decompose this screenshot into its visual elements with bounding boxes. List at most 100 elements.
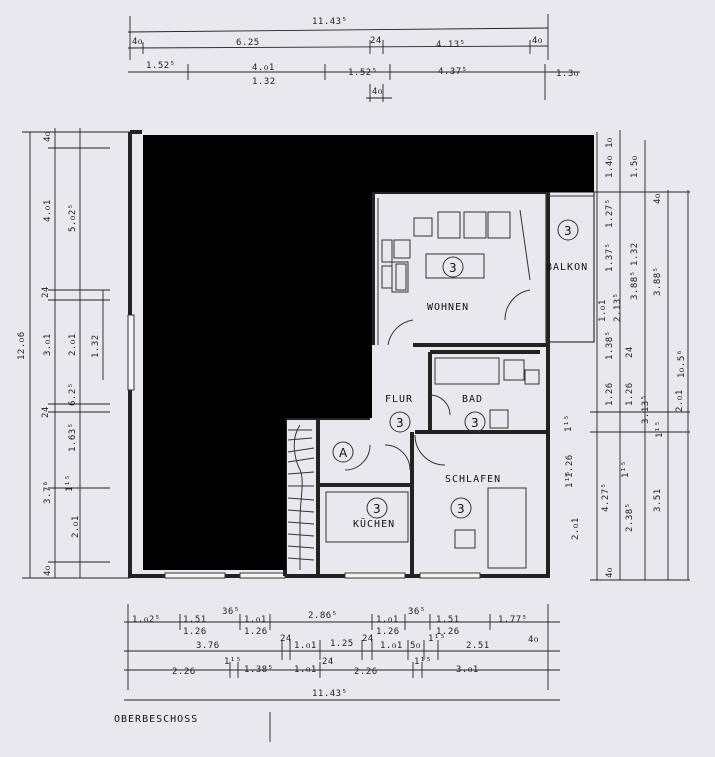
marker-stair: [332, 441, 354, 463]
top-dim-10: 4.37⁵: [438, 67, 468, 77]
marker-stair-text: A: [339, 446, 348, 460]
top-dim-2: 6.25: [236, 38, 260, 48]
right-dim-16: 1.26: [625, 382, 635, 406]
right-dim-9: 3.88⁵: [653, 266, 663, 296]
top-dim-1: 4ᴏ: [132, 37, 143, 47]
right-dim-4: 4ᴏ: [653, 193, 663, 204]
left-dimensions: 4ᴏ 4.ᴏ1 5.ᴏ2⁵ 12.ᴏ6 24 3.ᴏ1 2.ᴏ1 1.32 24…: [17, 128, 130, 579]
bottom-dim-13: 1.26: [436, 627, 460, 637]
top-total-dim: 11.43⁵: [312, 17, 348, 27]
right-dimensions: 1.4ᴏ 1.5ᴏ 1ᴏ 4ᴏ 1.27⁵ 1.37⁵ 1.32 3.88⁵ 3…: [564, 130, 690, 581]
bottom-dim-11: 1.26: [244, 627, 268, 637]
left-dim-2: 4.ᴏ1: [43, 199, 53, 222]
room-label-schlafen: SCHLAFEN: [445, 474, 501, 485]
bottom-dim-14: 3.76: [196, 641, 220, 651]
left-dim-1: 4ᴏ: [43, 131, 53, 142]
right-dim-1: 1.4ᴏ: [605, 155, 615, 178]
marker-bad: [464, 411, 486, 433]
bottom-dimensions: 1.ᴏ2⁵ 1.51 36⁵ 1.ᴏ1 2.86⁵ 1.ᴏ1 36⁵ 1.51 …: [124, 604, 560, 701]
left-dim-5: 24: [41, 286, 51, 298]
right-dim-7: 1.32: [630, 242, 640, 266]
right-dim-21: 4.27⁵: [601, 482, 611, 512]
bottom-dim-29: 2.26: [354, 667, 378, 677]
top-dim-3: 24: [370, 36, 382, 46]
bottom-dim-8: 1.51: [436, 615, 460, 625]
right-dim-13: 24: [625, 346, 635, 358]
right-dim-27: 1¹⁵: [621, 460, 631, 478]
staircase: [287, 424, 315, 570]
left-dim-13: 1¹⁵: [65, 474, 75, 492]
top-dim-4: 4.13⁵: [436, 40, 466, 50]
right-dim-14: 1ᴏ.5⁶: [677, 349, 687, 378]
left-dim-4: 12.ᴏ6: [17, 331, 27, 360]
floor-title: OBERBESCHOSS: [114, 714, 198, 725]
left-dim-15: 4ᴏ: [43, 565, 53, 576]
room-label-kuchen: KÜCHEN: [353, 517, 395, 530]
marker-flur-text: 3: [396, 416, 404, 430]
right-dim-26: 1¹⁵: [565, 470, 575, 488]
bottom-dim-1: 1.ᴏ2⁵: [132, 615, 161, 625]
left-dim-10: 6.2⁵: [68, 382, 78, 406]
bottom-dim-12: 1.26: [376, 627, 400, 637]
room-markers: 3 3 3 3 3 3 A: [332, 219, 579, 519]
right-dim-28: 4ᴏ: [605, 567, 615, 578]
bathroom-fixtures: [429, 357, 540, 429]
right-dim-18: 2.ᴏ1: [675, 389, 685, 412]
living-room-furniture: [381, 209, 531, 346]
marker-schlafen: [450, 497, 472, 519]
room-label-wohnen: WOHNEN: [427, 302, 469, 313]
right-dim-12: 1.38⁵: [605, 330, 615, 360]
left-dim-11: 1.63⁵: [68, 422, 78, 452]
bottom-dim-7: 36⁵: [408, 607, 426, 617]
bottom-dim-25: 1¹⁵: [224, 657, 242, 667]
marker-bad-text: 3: [471, 416, 479, 430]
bottom-dim-2: 1.51: [183, 615, 207, 625]
right-dim-11: 2.13⁵: [613, 292, 623, 322]
bottom-dim-22: 2.51: [466, 641, 490, 651]
right-dim-25: 1.26: [565, 454, 575, 478]
bottom-dim-26: 1.38⁵: [244, 665, 274, 675]
left-dim-7: 2.ᴏ1: [68, 333, 78, 356]
left-dim-3: 5.ᴏ2⁵: [68, 203, 78, 232]
bottom-dim-21: 1¹⁵: [428, 634, 446, 644]
marker-wohnen: [442, 256, 464, 278]
right-dim-3: 1ᴏ: [605, 137, 615, 148]
top-dim-8: 1.32: [252, 77, 276, 87]
marker-schlafen-text: 3: [457, 502, 465, 516]
right-dim-20: 1¹⁵: [655, 420, 665, 438]
right-dim-10: 1.ᴏ1: [598, 299, 608, 322]
room-label-flur: FLUR: [385, 394, 413, 405]
top-dim-5: 4ᴏ: [532, 36, 543, 46]
bottom-dim-16: 1.ᴏ1: [294, 641, 317, 651]
bottom-dim-24: 2.26: [172, 667, 196, 677]
top-dim-6: 1.52⁵: [146, 61, 176, 71]
bottom-dim-31: 3.ᴏ1: [456, 665, 479, 675]
marker-flur: [389, 411, 411, 433]
bottom-dim-28: 24: [322, 657, 334, 667]
marker-wohnen-text: 3: [449, 261, 457, 275]
marker-balkon-text: 3: [564, 224, 572, 238]
bottom-dim-9: 1.77⁵: [498, 615, 528, 625]
left-dim-6: 3.ᴏ1: [43, 333, 53, 356]
room-label-balkon: BALKON: [546, 262, 588, 273]
bottom-dim-6: 1.ᴏ1: [376, 615, 399, 625]
bottom-dim-17: 1.25: [330, 639, 354, 649]
left-dim-9: 24: [41, 406, 51, 418]
room-label-bad: BAD: [462, 394, 483, 405]
bottom-dim-18: 24: [362, 634, 374, 644]
right-dim-17: 3.13⁵: [641, 394, 651, 424]
bottom-dim-20: 5ᴏ: [410, 641, 421, 651]
right-dim-19: 1¹⁵: [564, 414, 574, 432]
right-dim-2: 1.5ᴏ: [630, 155, 640, 178]
bottom-dim-23: 4ᴏ: [528, 635, 539, 645]
right-dim-22: 2.38⁵: [625, 502, 635, 532]
bottom-dim-15: 24: [280, 634, 292, 644]
bottom-dim-27: 1.ᴏ1: [294, 665, 317, 675]
marker-balkon: [557, 219, 579, 241]
right-dim-5: 1.27⁵: [605, 198, 615, 228]
bottom-dim-3: 36⁵: [222, 607, 240, 617]
room-labels: WOHNEN BALKON FLUR BAD SCHLAFEN KÜCHEN: [353, 262, 588, 530]
right-dim-23: 3.51: [653, 488, 663, 512]
right-dim-6: 1.37⁵: [605, 242, 615, 272]
